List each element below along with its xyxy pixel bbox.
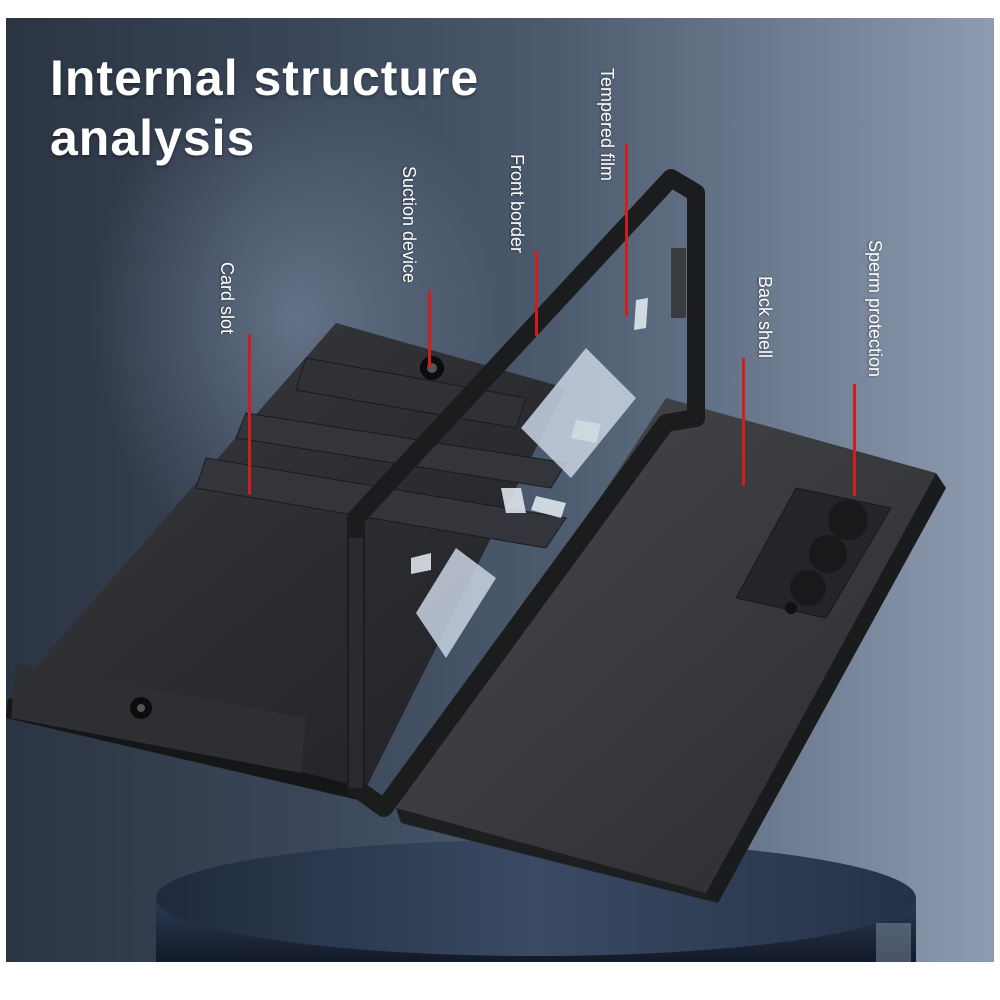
front-border [347, 169, 705, 817]
product-image: Internal structure analysis Card slot Su… [6, 18, 994, 962]
pedestal [156, 840, 916, 962]
case-illustration [6, 169, 946, 962]
leader-card-slot [248, 334, 251, 494]
label-back-shell: Back shell [755, 276, 775, 359]
back-shell [396, 398, 946, 903]
leader-front-border [535, 250, 538, 336]
leader-tempered-film [625, 144, 628, 316]
label-suction-device: Suction device [399, 166, 419, 284]
headline-line-1: Internal structure [50, 50, 480, 106]
leader-sperm-protection [853, 384, 856, 496]
label-sperm-protection: Sperm protection [865, 240, 885, 378]
headline-line-2: analysis [50, 110, 256, 166]
leader-back-shell [742, 358, 745, 486]
label-card-slot: Card slot [217, 262, 237, 335]
label-front-border: Front border [507, 154, 527, 254]
leader-suction-device [428, 290, 431, 368]
tempered-film [411, 298, 648, 658]
label-tempered-film: Tempered film [597, 68, 617, 182]
headline: Internal structure analysis [50, 48, 479, 168]
